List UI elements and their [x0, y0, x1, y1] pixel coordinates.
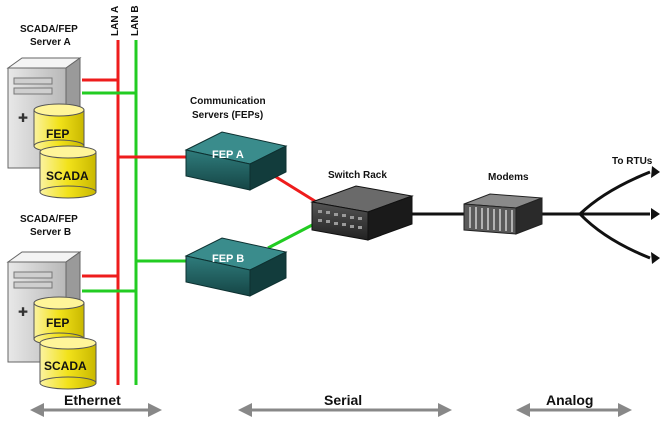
- fep-a-device: FEP A: [184, 131, 288, 191]
- modems-device: [463, 193, 543, 235]
- lan-b-label: LAN B: [130, 5, 141, 36]
- server-a-power-icon: ✚: [18, 111, 28, 125]
- comm-servers-label-line1: Communication: [190, 96, 266, 107]
- server-a-links: [82, 78, 136, 95]
- server-a: SCADA/FEP Server A ✚ FEP SCADA: [6, 24, 97, 199]
- server-a-label-line2: Server A: [30, 37, 71, 48]
- switch-rack-label: Switch Rack: [328, 170, 387, 181]
- server-b-label-line1: SCADA/FEP: [20, 214, 78, 225]
- comm-servers-label-line2: Servers (FEPs): [192, 110, 263, 121]
- serial-span-arrow: [238, 403, 452, 417]
- fep-b-device: FEP B: [184, 237, 288, 297]
- ethernet-label: Ethernet: [64, 392, 121, 408]
- analog-fan-out: [540, 166, 660, 264]
- modems-label: Modems: [488, 172, 529, 183]
- server-b-power-icon: ✚: [18, 305, 28, 319]
- to-rtus-label: To RTUs: [612, 156, 653, 167]
- server-a-fep-db: FEP: [33, 103, 85, 153]
- server-b: SCADA/FEP Server B ✚ FEP SCADA: [6, 214, 97, 390]
- fep-b-to-switch: [267, 220, 319, 250]
- analog-span-arrow: [516, 403, 632, 417]
- server-a-label-line1: SCADA/FEP: [20, 24, 78, 35]
- server-b-label-line2: Server B: [30, 227, 71, 238]
- server-b-links: [82, 274, 136, 293]
- switch-rack-device: [310, 185, 414, 241]
- arrow-rtu-3: [651, 252, 660, 264]
- server-a-scada-db: SCADA: [39, 145, 97, 199]
- analog-label: Analog: [546, 392, 593, 408]
- server-b-scada-db: SCADA: [39, 336, 97, 390]
- arrow-rtu-2: [651, 208, 660, 220]
- server-a-scada-label: SCADA: [46, 169, 89, 183]
- server-b-scada-label: SCADA: [44, 359, 87, 373]
- fep-b-label: FEP B: [212, 253, 244, 265]
- arrow-rtu-1: [651, 166, 660, 178]
- server-b-fep-label: FEP: [46, 316, 69, 330]
- lan-a-label: LAN A: [110, 6, 121, 36]
- serial-label: Serial: [324, 392, 362, 408]
- fep-a-label: FEP A: [212, 149, 244, 161]
- server-a-fep-label: FEP: [46, 127, 69, 141]
- ethernet-span-arrow: [30, 403, 162, 417]
